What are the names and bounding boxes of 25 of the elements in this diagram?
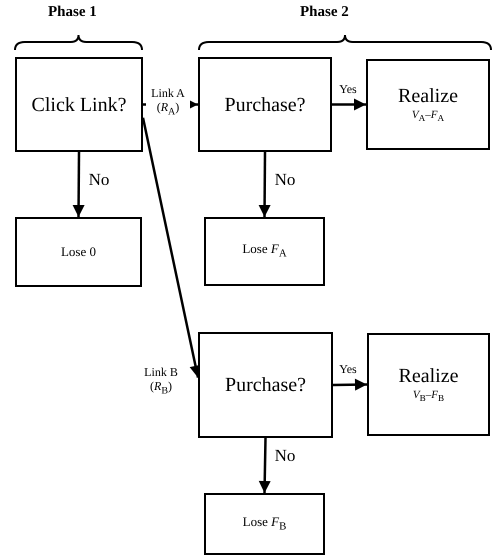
process-box (204, 217, 325, 286)
box-label: Lose F$_{B}$ (242, 514, 286, 534)
formula-text: V$_{B}$–F$_{B}$ (412, 389, 444, 404)
phase-heading: Phase 2 (300, 4, 349, 21)
box-label: Purchase? (224, 94, 306, 116)
box-label: Lose F$_{A}$ (242, 242, 287, 261)
box-label: Click Link? (32, 94, 126, 116)
process-box (367, 333, 490, 436)
arrow (258, 152, 271, 217)
box-label: Purchase? (224, 374, 306, 396)
process-box (366, 59, 490, 150)
arrow (72, 152, 85, 217)
process-box (204, 493, 325, 555)
arrow (332, 98, 366, 110)
box-label: Realize (398, 85, 458, 108)
process-box (198, 57, 332, 152)
formula-text: V$_{A}$–F$_{A}$ (412, 109, 444, 124)
process-box (198, 332, 333, 438)
box-label: Realize (398, 365, 458, 388)
phase-heading: Phase 1 (48, 4, 97, 21)
process-box (15, 57, 143, 152)
process-box (15, 217, 142, 287)
arrow (258, 438, 271, 494)
arrow (332, 378, 368, 391)
box-label: Lose 0 (60, 244, 96, 260)
